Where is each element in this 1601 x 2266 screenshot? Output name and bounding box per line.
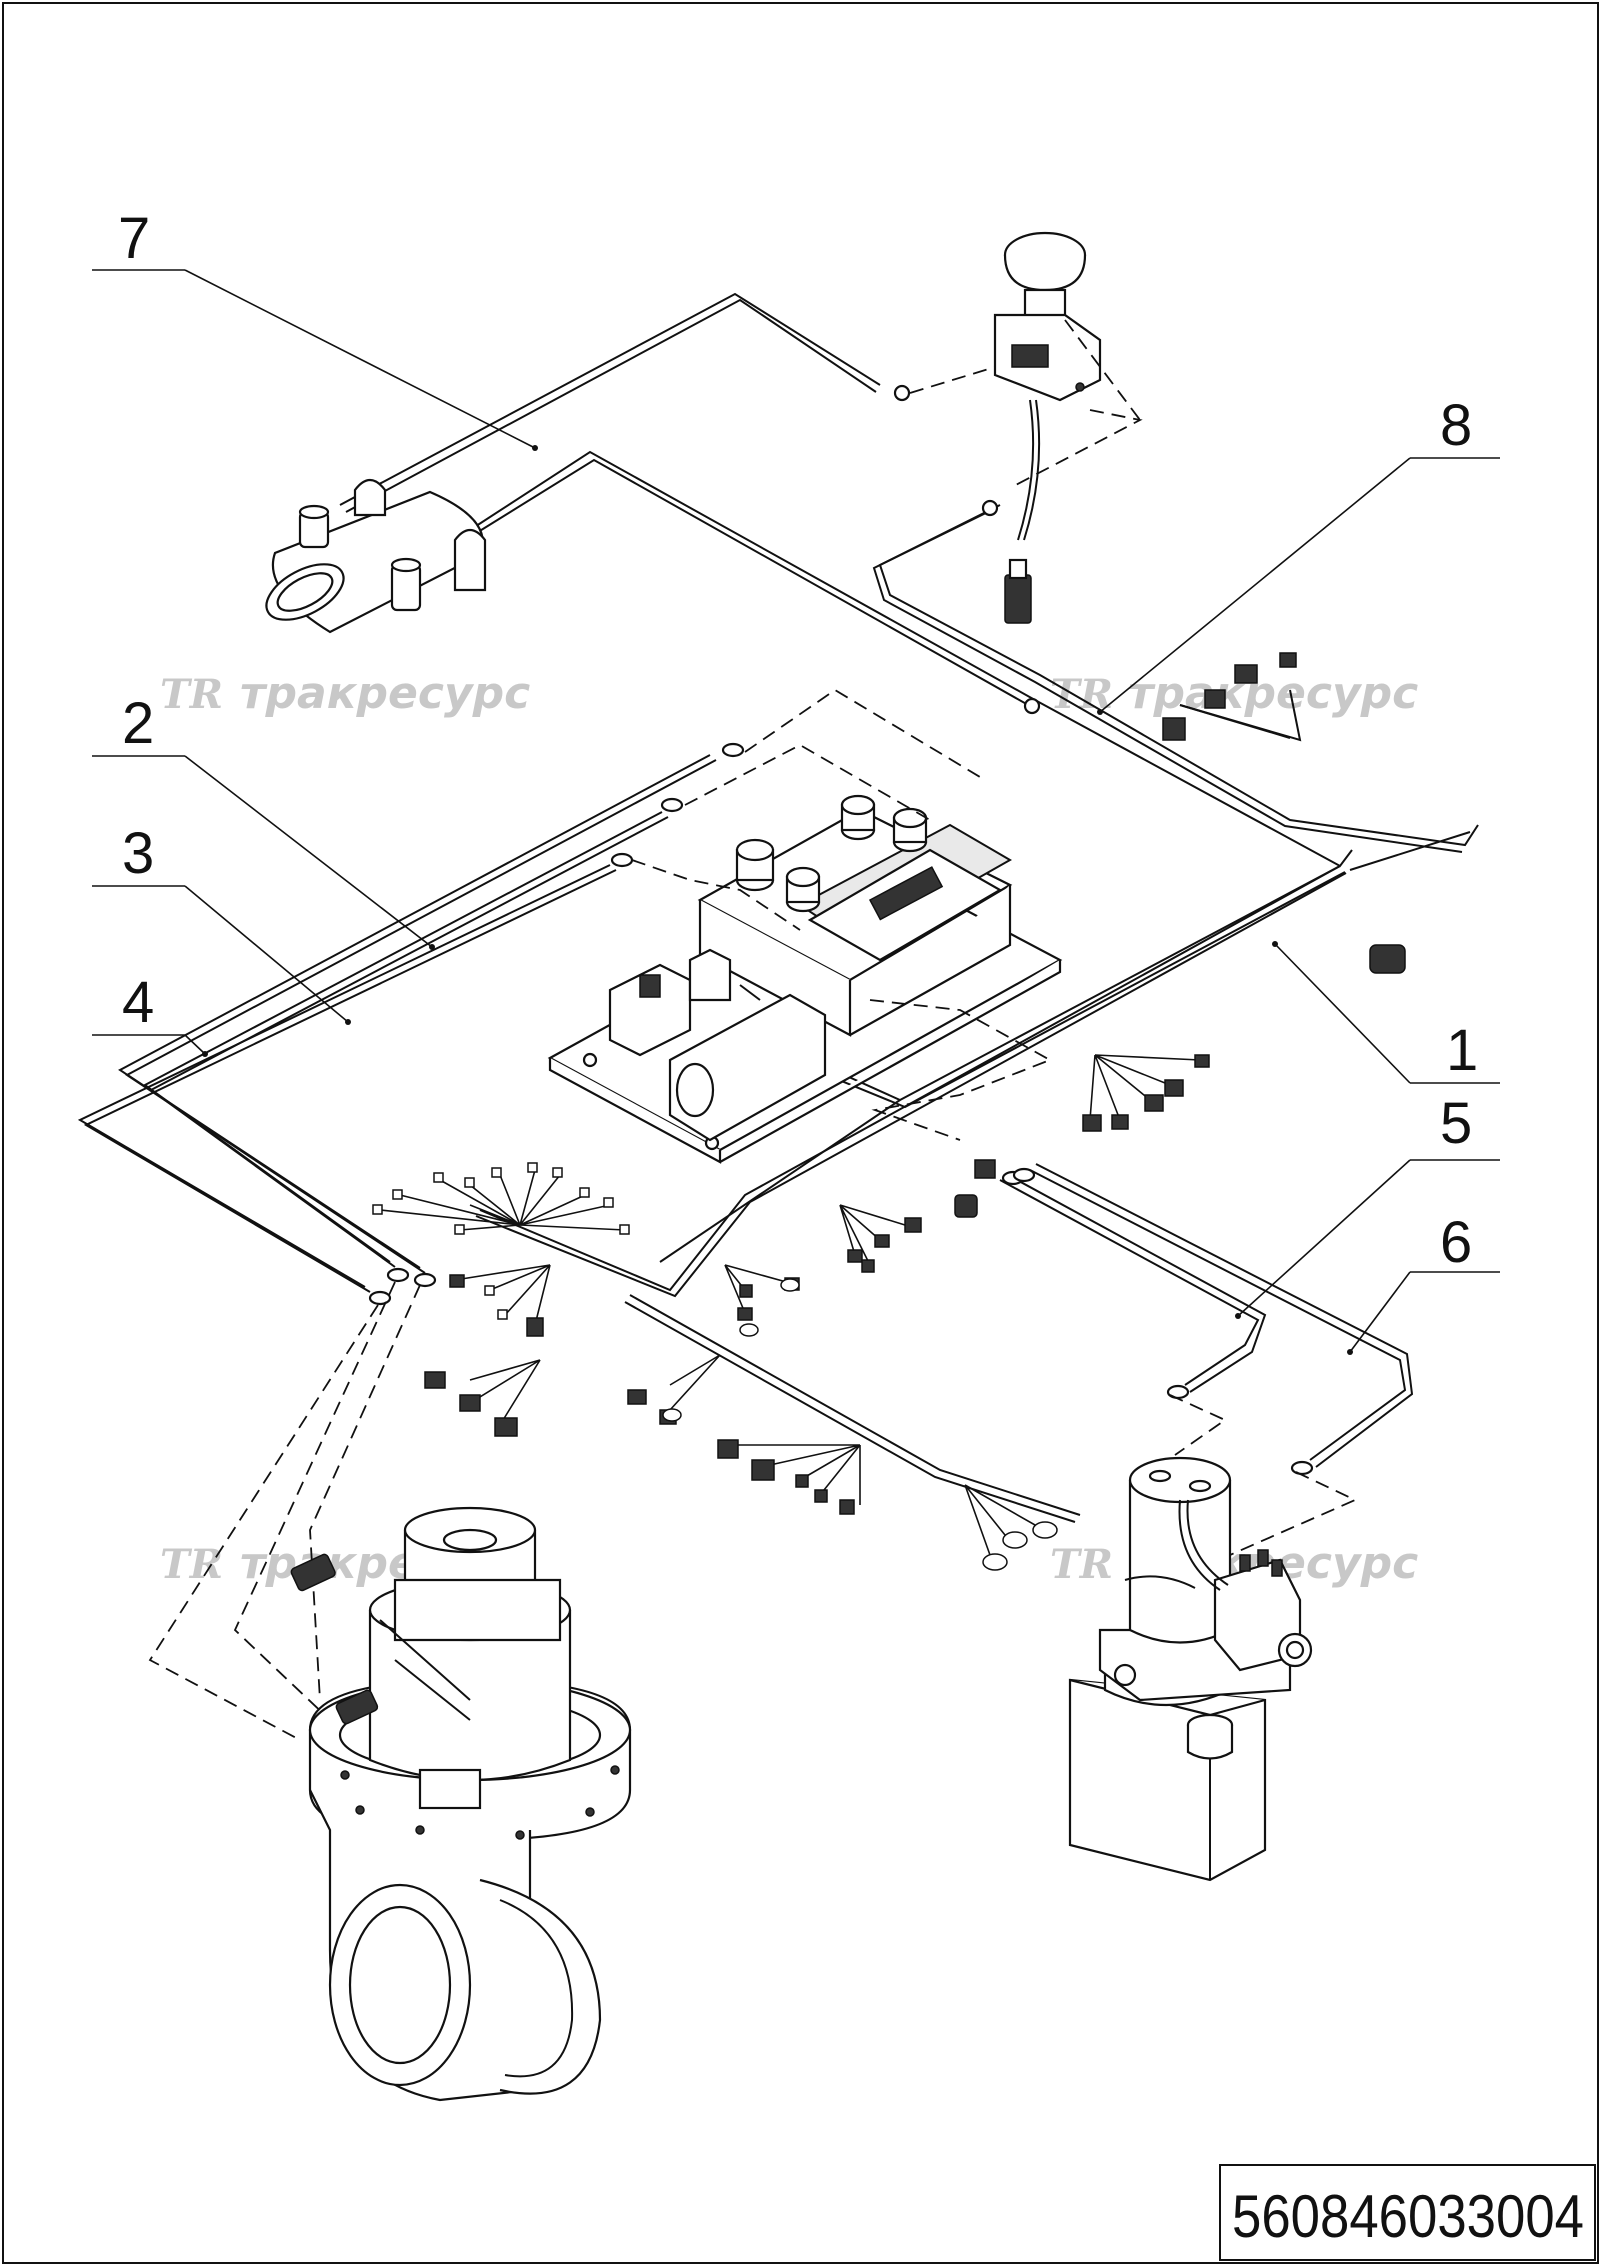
svg-text:тракресурс: тракресурс — [1128, 668, 1418, 719]
cable-8 — [872, 499, 1479, 853]
svg-text:5: 5 — [1440, 1091, 1472, 1156]
lead-fanout-group — [372, 1054, 1210, 1571]
svg-text:4: 4 — [122, 970, 154, 1035]
tiller-handle — [265, 478, 487, 634]
emergency-stop-switch — [993, 231, 1143, 624]
dashed-link-motor-b — [233, 1281, 396, 1721]
dashed-link-motor-c — [148, 1304, 379, 1741]
cable-2 — [118, 688, 986, 1274]
cable-3 — [143, 743, 931, 1268]
hydraulic-pump-unit — [1068, 1456, 1313, 1882]
svg-text:тракресурс: тракресурс — [240, 668, 530, 719]
motor-controller-assembly — [547, 794, 1063, 1164]
svg-text:7: 7 — [118, 206, 150, 271]
svg-text:8: 8 — [1440, 393, 1472, 458]
svg-text:TR: TR — [160, 1541, 223, 1588]
cable-6 — [1012, 1163, 1414, 1556]
callout-4: 4 — [92, 970, 208, 1057]
watermark-top-right: TR тракресурс — [1050, 668, 1418, 719]
callout-6: 6 — [1347, 1210, 1500, 1355]
cable-4 — [77, 852, 801, 1306]
callout-1: 1 — [1272, 941, 1500, 1084]
callout-8: 8 — [1097, 393, 1500, 715]
svg-text:2: 2 — [122, 691, 154, 756]
svg-text:3: 3 — [122, 821, 154, 886]
svg-text:6: 6 — [1440, 1210, 1472, 1275]
callout-2: 2 — [92, 691, 435, 950]
callout-7: 7 — [92, 206, 538, 451]
watermark-top-left: TR тракресурс — [160, 668, 530, 719]
svg-text:TR: TR — [160, 671, 223, 718]
dashed-link-controller-d — [869, 999, 1053, 1141]
document-number: 560846033004 — [1232, 2183, 1584, 2250]
cable-7 — [339, 292, 1353, 868]
document-number-box: 560846033004 — [1219, 2164, 1596, 2261]
callout-5: 5 — [1235, 1091, 1500, 1319]
svg-text:TR: TR — [1050, 1541, 1113, 1588]
drive-motor-wheel-assembly — [290, 1506, 632, 2102]
dashed-link-motor-a — [309, 1284, 421, 1701]
svg-text:1: 1 — [1446, 1018, 1478, 1083]
